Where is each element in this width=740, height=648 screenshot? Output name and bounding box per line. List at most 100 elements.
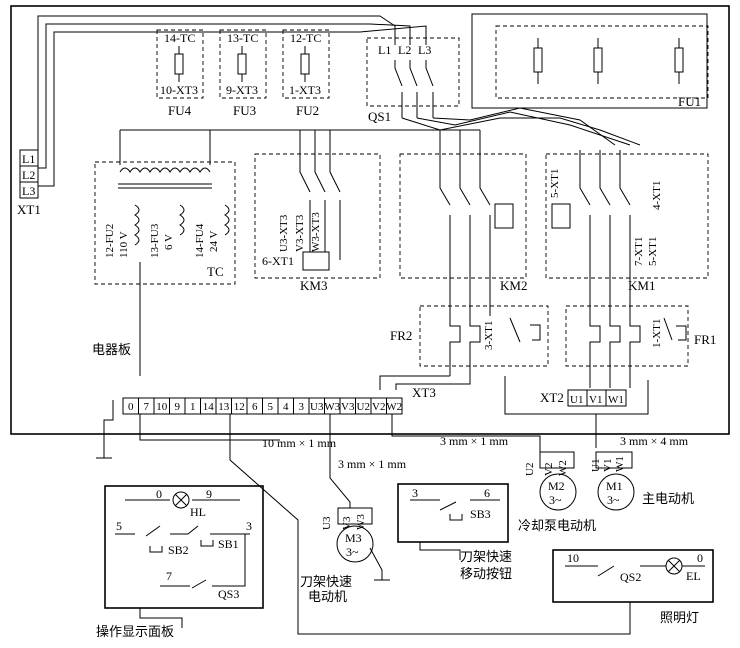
qs3-7-label: 7	[166, 569, 172, 583]
hl-0-label: 0	[156, 487, 162, 501]
m3-w-label: W3	[355, 514, 367, 530]
xt1-l1-label: L1	[22, 152, 35, 166]
fr1-box	[565, 305, 689, 367]
xt3-cell-label: W2	[386, 401, 402, 413]
km1-4xt1-label: 4-XT1	[651, 181, 663, 210]
xt3-label: XT3	[412, 385, 436, 400]
m3-motor-icon	[336, 525, 374, 563]
tc-primary-coil	[119, 167, 211, 173]
km3-coil	[302, 251, 330, 271]
xt1-l2-label: L2	[22, 168, 35, 182]
m1-u-label: U1	[590, 459, 602, 472]
sb3-name-line1: 刀架快速	[460, 549, 512, 564]
tc-110-label: 12-FU2	[104, 224, 116, 258]
km3-w-label: W3-XT3	[310, 212, 322, 252]
xt3-cell-label: 7	[144, 401, 150, 413]
m2-w-label: W2	[557, 460, 569, 476]
xt3-cell-label: 3	[299, 401, 305, 413]
m1-v-label: V1	[602, 459, 614, 472]
xt3-cell-label: 6	[252, 401, 258, 413]
xt3-cell-label: 13	[218, 401, 230, 413]
sb3-label: SB3	[470, 507, 491, 521]
tc-box	[94, 161, 236, 285]
xt2-u1: U1	[570, 394, 583, 406]
fu2-bottom-label: 1-XT3	[289, 83, 321, 97]
fu4-label: FU4	[168, 103, 192, 118]
operation-panel-label: 操作显示面板	[96, 624, 174, 639]
qs1-box	[366, 37, 460, 107]
m2-name-label: 冷却泵电动机	[518, 518, 596, 533]
fu3-bottom-label: 9-XT3	[226, 83, 258, 97]
m3-terminal	[337, 507, 373, 525]
qs1-l1-label: L1	[378, 43, 391, 57]
fu4-bottom-label: 10-XT3	[160, 83, 198, 97]
fr2-box	[419, 305, 549, 367]
km1-coil	[551, 203, 571, 229]
fu1-label: FU1	[678, 94, 701, 109]
xt1-l3-label: L3	[22, 184, 35, 198]
km1-5xt1-label: 5-XT1	[647, 237, 659, 266]
qs1-l2-label: L2	[398, 43, 411, 57]
sb2-5-label: 5	[116, 519, 122, 533]
tc-6v-label: 6 V	[163, 234, 175, 250]
fu1-fuse-1	[533, 47, 543, 73]
qs3-label: QS3	[218, 587, 239, 601]
tc-label: TC	[207, 264, 224, 279]
fr2-xt-label: 3-XT1	[483, 321, 495, 350]
km3-v-label: V3-XT3	[294, 214, 306, 252]
sb2-label: SB2	[168, 543, 189, 557]
tc-24-label: 14-FU4	[194, 223, 206, 258]
km1-label: KM1	[628, 278, 655, 293]
sb3-name-line2: 移动按钮	[460, 566, 512, 581]
hl-lamp-icon	[172, 491, 190, 509]
tc-6-label: 13-FU3	[149, 223, 161, 258]
operation-panel-box	[104, 485, 264, 609]
cable-m3-label: 3 mm × 1 mm	[338, 457, 407, 471]
fu4-fuse	[174, 53, 184, 75]
km1-box	[545, 153, 709, 279]
xt2-label: XT2	[540, 390, 564, 405]
fu2-top-label: 12-TC	[290, 31, 321, 45]
m3-name-line1: 刀架快速	[300, 574, 352, 589]
fu1-fuse-2	[593, 47, 603, 73]
m2-v-label: V2	[543, 463, 555, 476]
xt2-terminal	[567, 389, 627, 407]
fu3-label: FU3	[233, 103, 256, 118]
km3-xt-label: 6-XT1	[262, 254, 294, 268]
qs1-label: QS1	[368, 109, 391, 124]
xt2-w1: W1	[608, 394, 624, 406]
xt3-cell-label: W3	[324, 401, 340, 413]
fu1-fuse-3	[674, 47, 684, 73]
xt3-cell-label: V3	[341, 401, 355, 413]
hl-9-label: 9	[206, 487, 212, 501]
tc-24v-label: 24 V	[208, 230, 220, 252]
electrical-board-frame	[10, 5, 730, 435]
xt3-cell-label: 1	[190, 401, 196, 413]
km3-label: KM3	[300, 278, 327, 293]
km3-u-label: U3-XT3	[278, 214, 290, 252]
m2-terminal	[539, 451, 575, 469]
sb3-6-label: 6	[484, 486, 490, 500]
lamp-name-label: 照明灯	[660, 610, 699, 625]
m2-motor-icon	[539, 473, 577, 511]
fu3-fuse	[237, 53, 247, 75]
fu2-label: FU2	[296, 103, 319, 118]
xt1-label: XT1	[17, 202, 41, 217]
sb3-box	[397, 483, 509, 543]
qs2-label: QS2	[620, 570, 641, 584]
m2-u-label: U2	[524, 463, 536, 476]
km1-7xt1-label: 7-XT1	[633, 237, 645, 266]
m1-motor-icon	[597, 473, 635, 511]
km3-box	[254, 153, 381, 279]
xt3-cell-label: 9	[175, 401, 181, 413]
hl-label: HL	[190, 505, 206, 519]
fu2-fuse	[300, 53, 310, 75]
m3-label: M3	[345, 531, 362, 545]
sb3-3-label: 3	[412, 486, 418, 500]
qs1-l3-label: L3	[418, 43, 431, 57]
xt3-cell-label: U2	[357, 401, 370, 413]
m1-w-label: W1	[614, 456, 626, 472]
xt3-cell-label: U3	[310, 401, 324, 413]
